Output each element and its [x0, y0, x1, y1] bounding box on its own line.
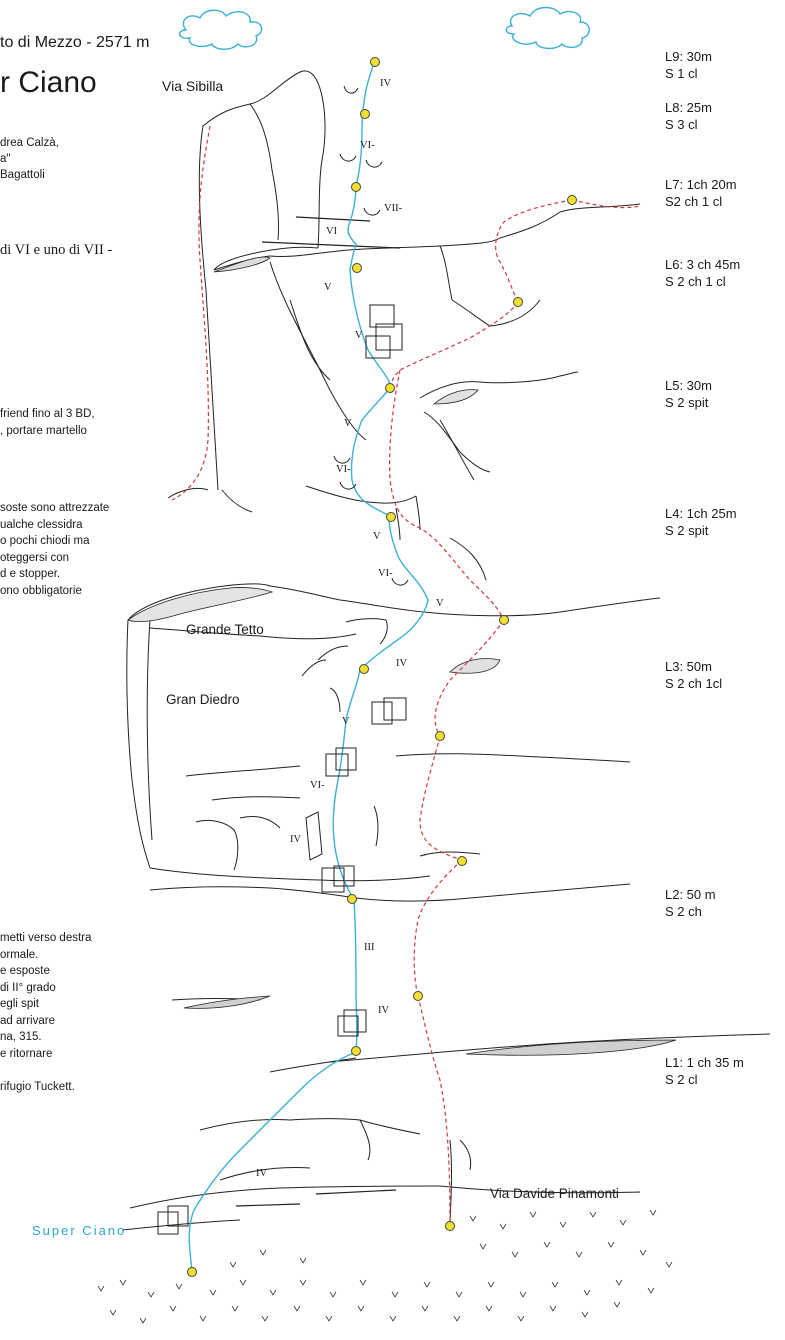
pitch-name: L9: 30m — [665, 48, 712, 65]
gear-notes: friend fino al 3 BD, , portare martello — [0, 406, 95, 439]
belay-l3 — [360, 665, 369, 674]
pitch-belay: S 2 cl — [665, 1071, 744, 1088]
authors-line-3: Bagattoli — [0, 169, 45, 182]
grade-label: V — [373, 531, 381, 542]
label-via-pinamonti: Via Davide Pinamonti — [490, 1186, 619, 1202]
feature-boxes — [158, 305, 406, 1234]
grade-label: VI- — [378, 568, 393, 579]
pitch-belay: S 2 spit — [665, 522, 737, 539]
note-line: ad arrivare — [0, 1013, 91, 1030]
belay-l4 — [387, 513, 396, 522]
pitch-l8: L8: 25m S 3 cl — [665, 99, 712, 133]
pitch-belay: S 3 cl — [665, 116, 712, 133]
pitch-name: L1: 1 ch 35 m — [665, 1054, 744, 1071]
authors-line-1: drea Calzà, — [0, 137, 59, 150]
grade-label: VI- — [310, 780, 325, 791]
pitch-l6: L6: 3 ch 45m S 2 ch 1 cl — [665, 256, 740, 290]
other-routes — [172, 126, 640, 1222]
pitch-l4: L4: 1ch 25m S 2 spit — [665, 505, 737, 539]
overhang-bands — [128, 257, 676, 1055]
pitch-l7: L7: 1ch 20m S2 ch 1 cl — [665, 176, 737, 210]
pitch-name: L4: 1ch 25m — [665, 505, 737, 522]
note-line: di II° grado — [0, 980, 91, 997]
pitch-belay: S 2 spit — [665, 394, 712, 411]
pitch-l3: L3: 50m S 2 ch 1cl — [665, 658, 722, 692]
grade-label: IV — [290, 834, 301, 845]
pitch-l1: L1: 1 ch 35 m S 2 cl — [665, 1054, 744, 1088]
note-line: soste sono attrezzate — [0, 500, 109, 517]
note-line: e ritornare — [0, 1046, 91, 1063]
authors-line-2: a" — [0, 153, 10, 166]
pitch-belay: S 1 cl — [665, 65, 712, 82]
pitch-l2: L2: 50 m S 2 ch — [665, 886, 716, 920]
grade-label: V — [355, 330, 363, 341]
note-line: e esposte — [0, 963, 91, 980]
pitch-name: L2: 50 m — [665, 886, 716, 903]
note-line: o pochi chiodi ma — [0, 533, 109, 550]
label-via-sibilla: Via Sibilla — [162, 78, 223, 94]
pitch-name: L6: 3 ch 45m — [665, 256, 740, 273]
note-line: oteggersi con — [0, 550, 109, 567]
note-line — [0, 1062, 91, 1079]
belay-l2 — [348, 895, 357, 904]
belay-l9 — [371, 58, 380, 67]
cloud-icon — [506, 8, 589, 49]
grade-label: VI- — [336, 464, 351, 475]
note-line: na, 315. — [0, 1029, 91, 1046]
descent-notes: metti verso destra ormale. e esposte di … — [0, 930, 91, 1095]
pitch-belay: S 2 ch — [665, 903, 716, 920]
note-line: , portare martello — [0, 423, 95, 440]
grade-label: V — [344, 418, 352, 429]
note-line: egli spit — [0, 996, 91, 1013]
belay-l8 — [361, 110, 370, 119]
grade-label: III — [364, 942, 375, 953]
pitch-belay: S2 ch 1 cl — [665, 193, 737, 210]
belay-notes: soste sono attrezzate ualche clessidra o… — [0, 500, 109, 599]
note-line: ualche clessidra — [0, 517, 109, 534]
grade-label: IV — [378, 1005, 389, 1016]
grade-label: VII- — [384, 203, 402, 214]
route-title: r Ciano — [0, 66, 97, 101]
grade-label: V — [436, 598, 444, 609]
pitch-name: L7: 1ch 20m — [665, 176, 737, 193]
pitch-name: L8: 25m — [665, 99, 712, 116]
difficulty-summary: di VI e uno di VII - — [0, 242, 112, 259]
note-line: rifugio Tuckett. — [0, 1079, 91, 1096]
grade-label: V — [324, 282, 332, 293]
belay-l6 — [353, 264, 362, 273]
pitch-belay: S 2 ch 1 cl — [665, 273, 740, 290]
scree-marks — [98, 1210, 672, 1323]
pitch-l5: L5: 30m S 2 spit — [665, 377, 712, 411]
note-line: friend fino al 3 BD, — [0, 406, 95, 423]
grade-label: IV — [396, 658, 407, 669]
grade-label: VI- — [360, 140, 375, 151]
belay-l1 — [352, 1047, 361, 1056]
grade-label: VI — [326, 226, 337, 237]
pitch-name: L3: 50m — [665, 658, 722, 675]
belay-l7 — [352, 183, 361, 192]
note-line: ono obbligatorie — [0, 583, 109, 600]
note-line: metti verso destra — [0, 930, 91, 947]
belay-start — [188, 1268, 197, 1277]
note-line: ormale. — [0, 947, 91, 964]
cloud-icon — [180, 10, 262, 49]
peak-title: to di Mezzo - 2571 m — [0, 34, 149, 52]
grade-label: IV — [256, 1168, 267, 1179]
label-super-ciano: Super Ciano — [32, 1224, 126, 1239]
pitch-name: L5: 30m — [665, 377, 712, 394]
pitch-l9: L9: 30m S 1 cl — [665, 48, 712, 82]
note-line: d e stopper. — [0, 566, 109, 583]
grade-label: V — [342, 716, 350, 727]
belay-l5 — [386, 384, 395, 393]
grade-label: IV — [380, 78, 391, 89]
pitch-belay: S 2 ch 1cl — [665, 675, 722, 692]
belay-points — [188, 58, 577, 1277]
label-grande-tetto: Grande Tetto — [186, 622, 264, 638]
label-gran-diedro: Gran Diedro — [166, 692, 240, 708]
